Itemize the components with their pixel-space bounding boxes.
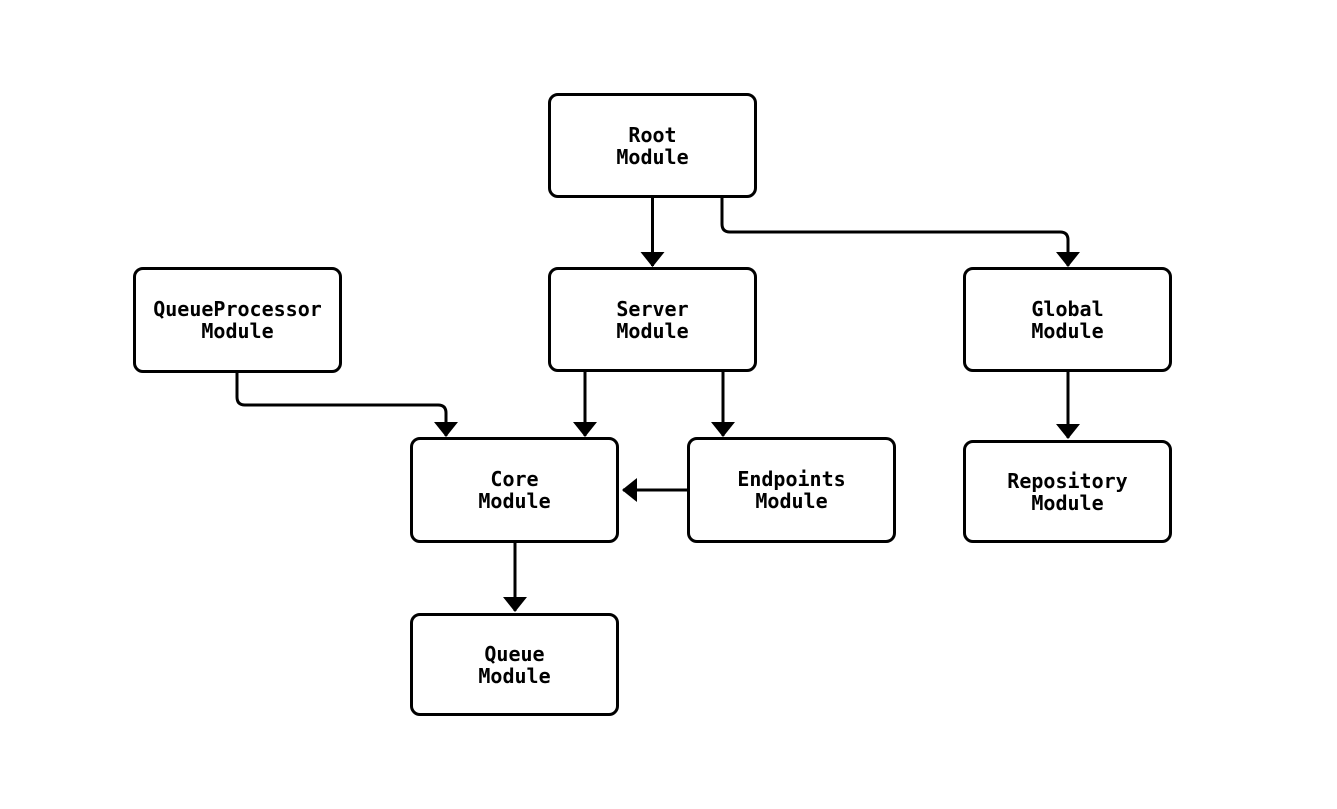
node-root-module-label: Root Module xyxy=(616,122,689,169)
node-server-module: Server Module xyxy=(548,267,757,372)
edge-queueprocessor-to-core xyxy=(235,373,458,437)
node-core-module: Core Module xyxy=(410,437,619,543)
node-queue-module: Queue Module xyxy=(410,613,619,716)
node-endpoints-module: Endpoints Module xyxy=(687,437,896,543)
node-global-module: Global Module xyxy=(963,267,1172,372)
node-root-module: Root Module xyxy=(548,93,757,198)
edge-root-to-global xyxy=(720,198,1080,267)
node-queue-module-label: Queue Module xyxy=(478,641,551,688)
node-endpoints-module-label: Endpoints Module xyxy=(737,467,846,513)
node-core-module-label: Core Module xyxy=(478,467,551,513)
node-server-module-label: Server Module xyxy=(616,296,689,343)
node-repository-module-label: Repository Module xyxy=(1007,468,1128,515)
node-global-module-label: Global Module xyxy=(1031,296,1104,343)
node-queueprocessor-module: QueueProcessor Module xyxy=(133,267,342,373)
node-queueprocessor-module-label: QueueProcessor Module xyxy=(153,297,322,343)
node-repository-module: Repository Module xyxy=(963,440,1172,543)
